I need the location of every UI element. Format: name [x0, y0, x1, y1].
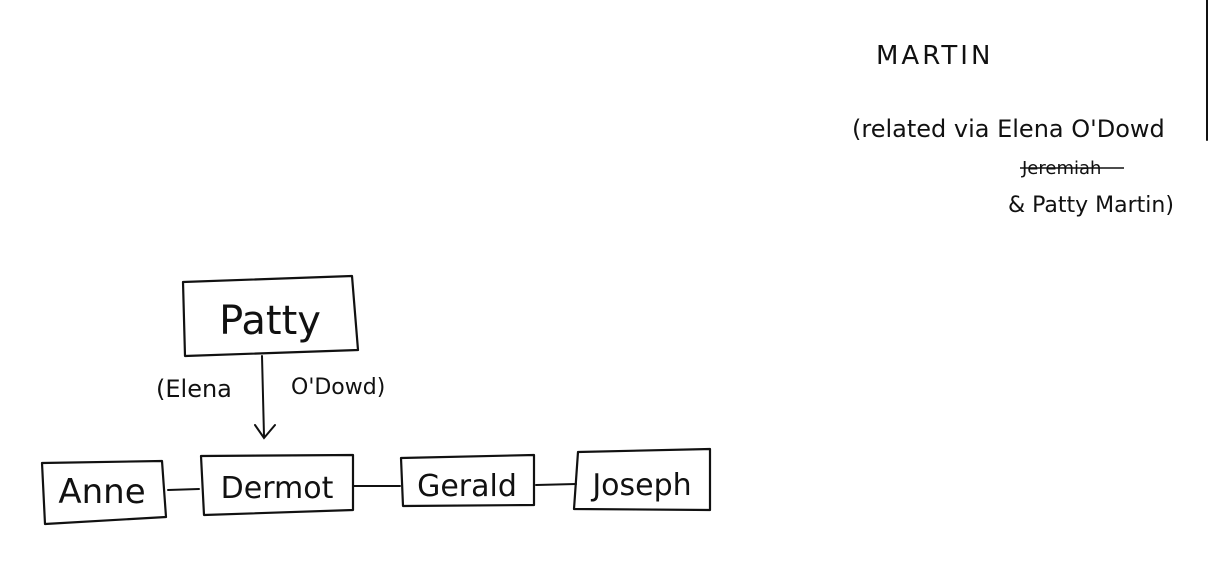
descent-arrow-line — [261, 355, 265, 437]
note-line-patty: & Patty Martin) — [1008, 193, 1174, 218]
child-box-gerald — [399, 453, 536, 508]
child-name-joseph: Joseph — [590, 468, 691, 503]
family-heading: MARTIN — [876, 41, 993, 71]
note-line-related: (related via Elena O'Dowd — [852, 115, 1165, 143]
parent-box — [181, 274, 360, 358]
child-name-anne: Anne — [58, 472, 145, 512]
child-name-dermot: Dermot — [221, 471, 334, 506]
child-name-gerald: Gerald — [417, 469, 517, 504]
sibling-link-gerald-joseph — [535, 483, 577, 486]
relation-left-label: (Elena — [156, 375, 232, 403]
relation-right-label: O'Dowd) — [291, 375, 385, 400]
child-box-joseph — [572, 447, 712, 512]
sibling-link-anne-dermot — [167, 488, 200, 491]
parent-name: Patty — [219, 298, 321, 344]
child-box-anne — [40, 459, 168, 526]
descent-arrow-head — [254, 424, 276, 440]
child-box-dermot — [199, 453, 355, 517]
